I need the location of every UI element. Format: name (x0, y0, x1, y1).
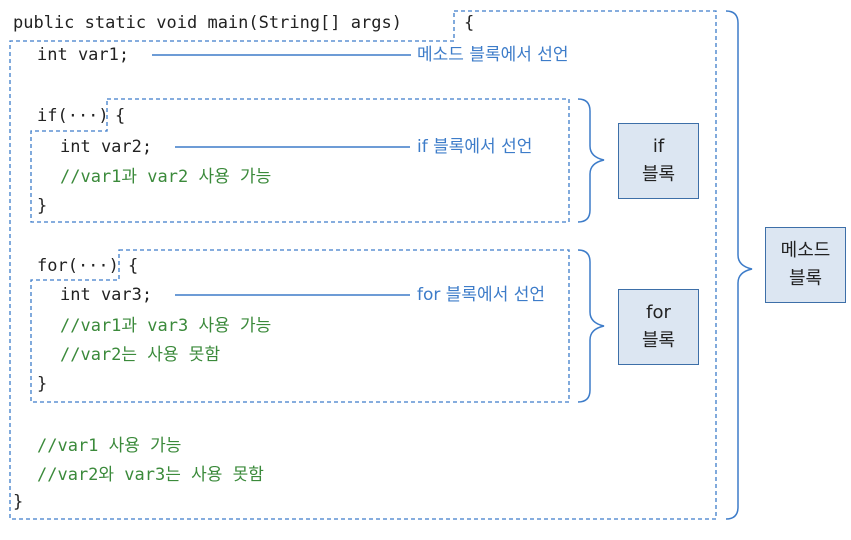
method-comment-2: //var2와 var3는 사용 못함 (37, 465, 264, 485)
if-block-label-line-1: if (652, 136, 665, 157)
var2-annotation: if 블록에서 선언 (417, 137, 533, 157)
var2-declaration: int var2; (60, 137, 153, 157)
if-block-label-box: if 블록 (618, 123, 699, 199)
if-close-brace: } (37, 196, 48, 216)
method-block-outline (9, 10, 717, 520)
for-block-label-line-1: for (646, 302, 671, 323)
for-block-brace (577, 249, 605, 403)
for-block-outline (30, 249, 570, 403)
for-block-comment-2: //var2는 사용 못함 (60, 345, 221, 365)
if-block-comment: //var1과 var2 사용 가능 (60, 167, 272, 187)
for-open-brace: { (128, 256, 139, 276)
var1-annotation: 메소드 블록에서 선언 (417, 45, 569, 65)
for-block-label-line-2: 블록 (641, 330, 676, 351)
method-block-label-box: 메소드 블록 (765, 227, 846, 303)
method-block-label-line-1: 메소드 (780, 240, 831, 261)
if-header: if(···) (37, 106, 109, 126)
method-block-brace (725, 10, 753, 520)
method-header: public static void main(String[] args) (13, 13, 402, 33)
for-block-comment-1: //var1과 var3 사용 가능 (60, 316, 272, 336)
for-close-brace: } (37, 374, 48, 394)
var3-annotation: for 블록에서 선언 (417, 285, 546, 305)
method-close-brace: } (13, 492, 24, 512)
method-comment-1: //var1 사용 가능 (37, 436, 182, 456)
if-block-outline (30, 98, 570, 223)
method-open-brace: { (464, 13, 475, 33)
for-header: for(···) (37, 256, 119, 276)
var3-declaration: int var3; (60, 285, 153, 305)
if-open-brace: { (115, 106, 126, 126)
if-block-brace (577, 98, 605, 223)
method-block-label-line-2: 블록 (788, 268, 823, 289)
var1-declaration: int var1; (37, 45, 130, 65)
if-block-label-line-2: 블록 (641, 164, 676, 185)
for-block-label-box: for 블록 (618, 289, 699, 365)
